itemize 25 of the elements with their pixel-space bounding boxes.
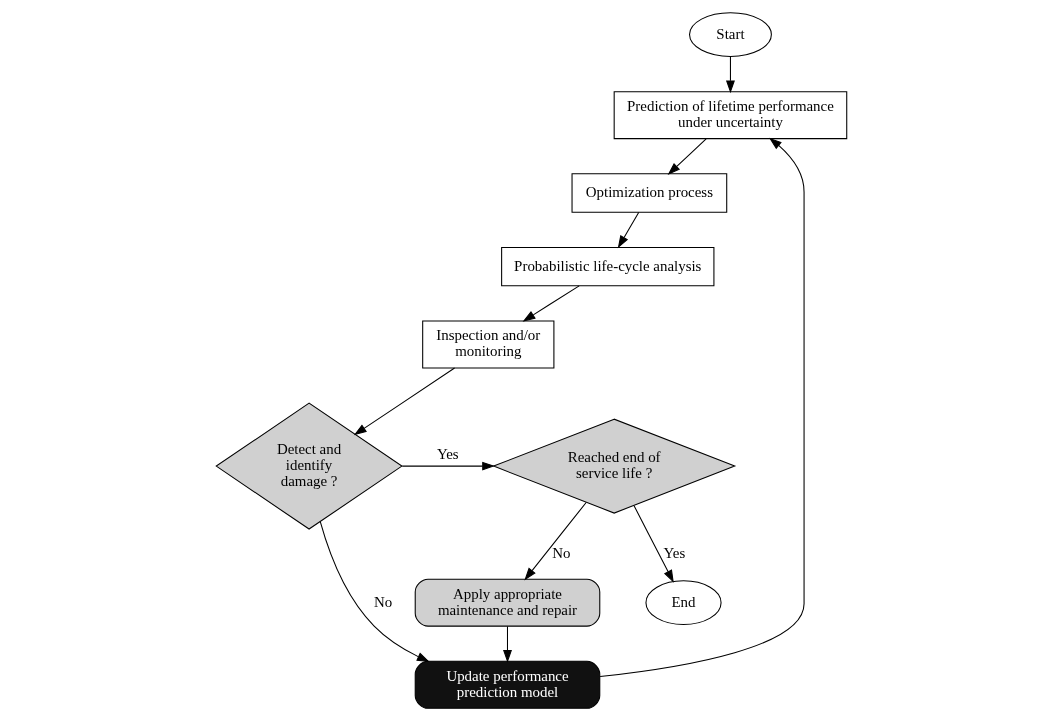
arrow <box>633 505 674 583</box>
arrow <box>401 461 495 471</box>
node-box: Prediction of lifetime performance under uncertainty <box>613 91 847 140</box>
arrow <box>617 211 639 249</box>
node-box: Probabilistic life-cycle analysis <box>500 246 714 287</box>
node-diamond: Reached end of service life ? <box>491 418 736 514</box>
node-diamond: Detect and identify damage ? <box>214 402 403 530</box>
node-box: Update performance prediction model <box>414 660 600 709</box>
arrow <box>522 285 580 322</box>
arrow <box>353 367 455 436</box>
node-box: Apply appropriate maintenance and repair <box>414 578 600 627</box>
node-box: Inspection and/or monitoring <box>421 320 554 369</box>
arrow <box>667 138 707 175</box>
node-box: Optimization process <box>571 173 727 213</box>
arrow <box>523 501 587 581</box>
edge-label: Yes <box>663 545 685 562</box>
edge-label: No <box>373 593 392 610</box>
node-ellipse: Start <box>688 12 772 57</box>
arrow <box>319 521 430 662</box>
node-ellipse: End <box>644 580 722 626</box>
edge-label: Yes <box>436 445 459 462</box>
arrow <box>725 56 735 94</box>
arrow <box>599 137 805 678</box>
edge-label: No <box>551 545 570 562</box>
arrow <box>502 625 512 663</box>
